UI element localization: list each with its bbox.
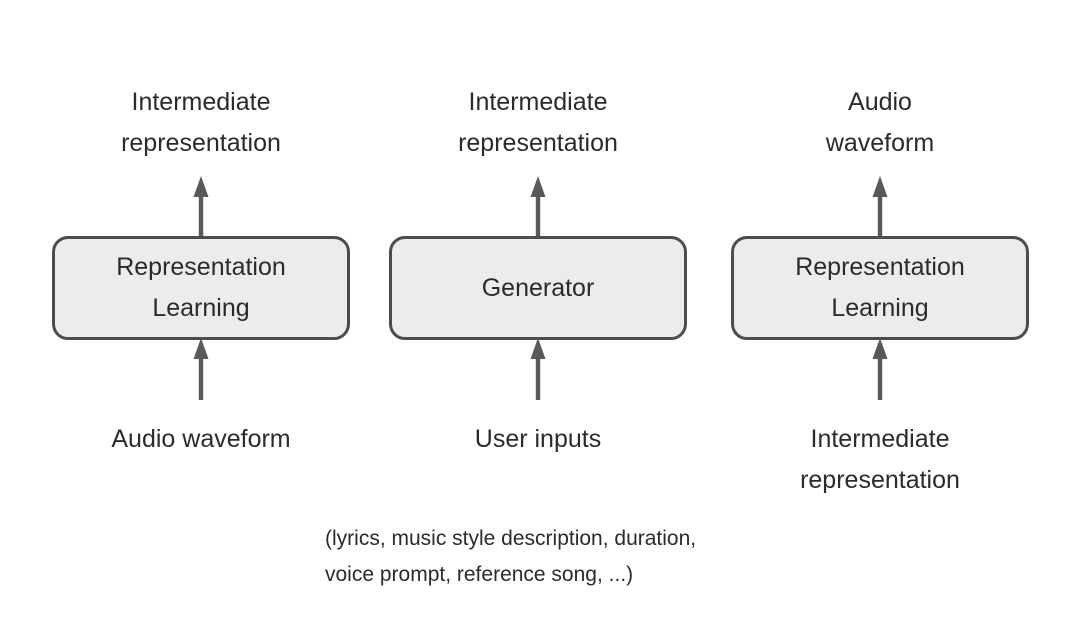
- diagram-column-representation-learning-decode: Audio waveform Representation Learning I…: [710, 0, 1050, 629]
- input-label: Audio waveform: [111, 425, 291, 453]
- input-label: User inputs: [474, 425, 602, 453]
- diagram-column-representation-learning-encode: Intermediate representation Representati…: [31, 0, 371, 629]
- user-inputs-caption: (lyrics, music style description, durati…: [325, 527, 697, 586]
- up-arrow-icon: [872, 176, 888, 238]
- up-arrow-icon: [872, 338, 888, 400]
- output-label: Intermediate representation: [458, 88, 618, 157]
- generator-box: Generator: [389, 236, 687, 340]
- diagram-column-generator: Intermediate representation Generator Us…: [368, 0, 708, 629]
- output-label: Intermediate representation: [121, 88, 281, 157]
- output-label: Audio waveform: [825, 88, 935, 157]
- input-label: Intermediate representation: [800, 425, 960, 494]
- representation-learning-box: Representation Learning: [731, 236, 1029, 340]
- up-arrow-icon: [530, 338, 546, 400]
- representation-learning-box: Representation Learning: [52, 236, 350, 340]
- up-arrow-icon: [193, 176, 209, 238]
- up-arrow-icon: [530, 176, 546, 238]
- up-arrow-icon: [193, 338, 209, 400]
